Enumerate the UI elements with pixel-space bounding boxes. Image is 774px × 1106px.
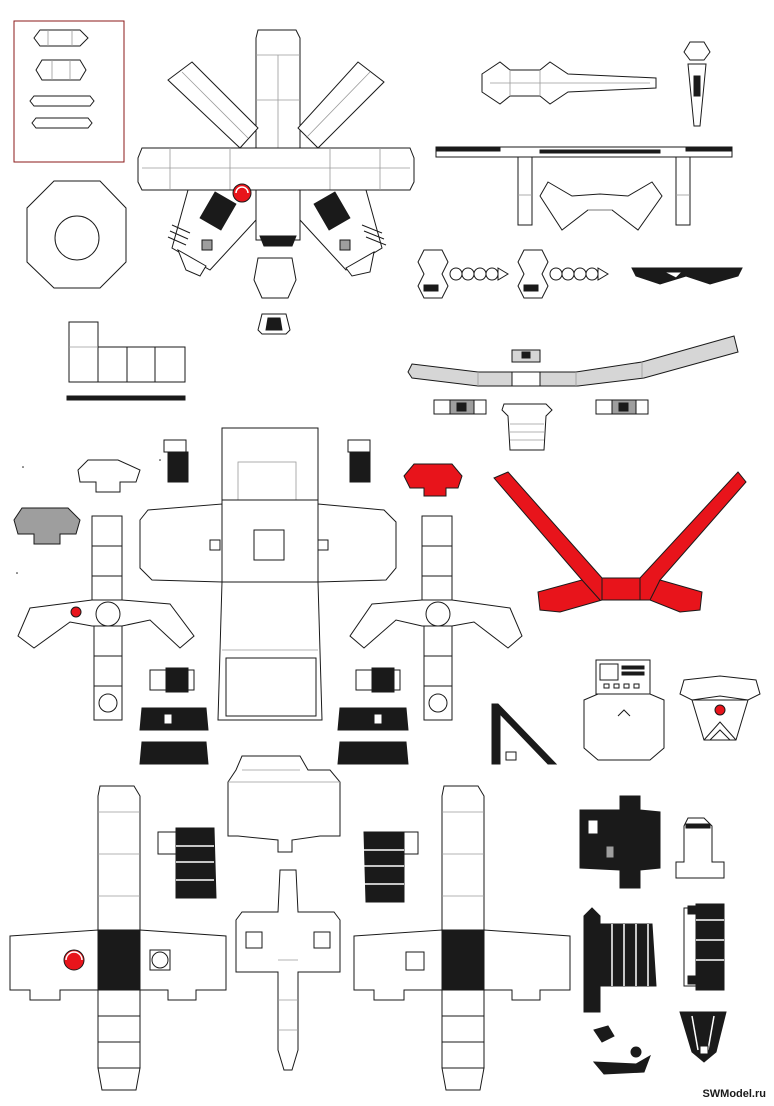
torso-net-part xyxy=(139,427,397,721)
hip-spine-part xyxy=(235,869,341,1071)
round-cap-part xyxy=(257,313,291,335)
watermark-text: SWModel.ru xyxy=(702,1088,766,1100)
leg-net-left-part xyxy=(9,785,227,1091)
black-coil-part xyxy=(163,439,371,483)
finger-chain-part xyxy=(417,249,609,299)
pointer-part xyxy=(683,41,711,127)
antenna-cross-part xyxy=(481,61,657,105)
red-harness-part xyxy=(493,471,747,613)
belt-strip-part xyxy=(407,335,739,387)
arm-net-left-part xyxy=(17,515,195,721)
rail-bar-part xyxy=(435,146,733,226)
vent-stripes xyxy=(167,224,191,246)
wrist-band-parts xyxy=(139,667,409,765)
small-parts-box xyxy=(13,20,125,163)
vent-stripes xyxy=(361,224,387,246)
arm-net-right-part xyxy=(349,515,523,721)
cone-part xyxy=(679,1011,727,1063)
stray-mark xyxy=(159,459,161,461)
visor-part xyxy=(539,181,663,231)
small-coil-part xyxy=(675,817,725,879)
octagon-disc-part xyxy=(26,180,127,289)
buckle-parts xyxy=(433,399,649,451)
grey-pauldron-part xyxy=(13,507,81,545)
leg-net-right-part xyxy=(353,785,571,1091)
shoulder-cap-part xyxy=(77,459,141,493)
bolt-coil-part xyxy=(683,903,725,991)
triangle-stand-part xyxy=(491,703,558,765)
thigh-coil-parts xyxy=(157,827,419,903)
stray-mark xyxy=(16,572,18,574)
cap-part xyxy=(253,257,297,299)
mouth-part xyxy=(592,1025,651,1075)
red-pauldron-part xyxy=(403,463,463,497)
stray-mark xyxy=(22,466,24,468)
star-net-part xyxy=(137,29,415,277)
pelvis-net-part xyxy=(227,755,341,853)
step-block-part xyxy=(66,321,186,401)
backpack-black-part xyxy=(579,795,661,889)
barrel-coil-part xyxy=(583,907,657,1013)
crest-part xyxy=(679,675,761,741)
control-box-part xyxy=(583,659,665,761)
goggles-part xyxy=(631,267,743,285)
